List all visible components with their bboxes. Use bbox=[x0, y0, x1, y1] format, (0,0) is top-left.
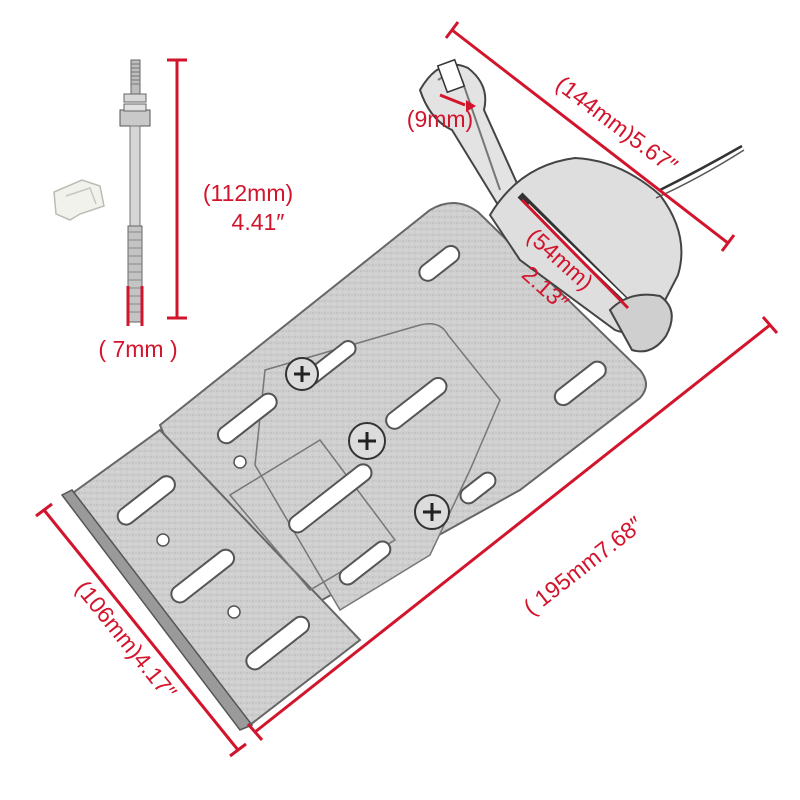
hinge-gap-label: (9mm) bbox=[407, 106, 473, 132]
license-plate-bracket-icon bbox=[60, 202, 647, 731]
dimension-lines bbox=[35, 21, 779, 758]
bolt-diameter-label: ( 7mm ) bbox=[98, 336, 177, 362]
phillips-screw-icon bbox=[285, 357, 450, 530]
bolt-length-mm-label: (112mm) bbox=[203, 180, 293, 206]
plastic-clip-icon bbox=[53, 179, 105, 221]
plate-length-label: ( 195mm7.68″ bbox=[518, 511, 647, 620]
tilt-hinge-icon bbox=[418, 58, 522, 207]
bolt-length-in-label: 4.41″ bbox=[232, 209, 285, 235]
threaded-bolt-icon bbox=[119, 59, 151, 323]
